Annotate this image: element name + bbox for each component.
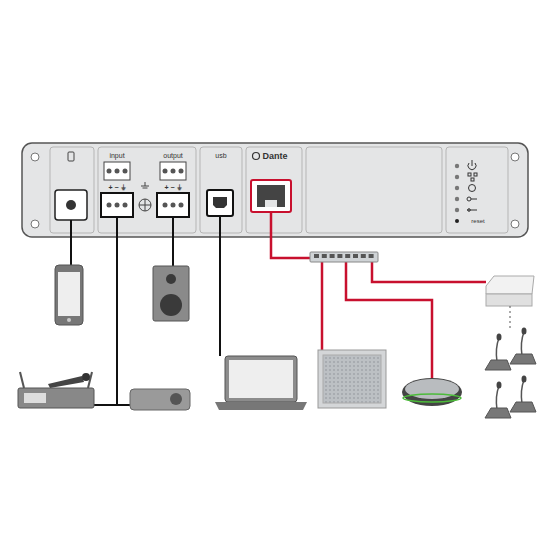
terminal-blocks [101,162,189,217]
button-label: reset [471,218,484,224]
phone-symbol [68,152,74,161]
network-switch [310,252,378,262]
base-unit-front [486,294,532,306]
smartphone-button [67,318,71,322]
switch-port [353,254,358,258]
port-label: usb [215,152,226,159]
laptop-screen [229,360,293,398]
microphone-head [82,373,90,381]
switch-port [369,254,374,258]
laptop-base [215,402,307,410]
projector [130,389,190,410]
switch-port [314,254,319,258]
dante-logo-mark [253,153,260,160]
rear-panel [22,143,528,237]
mobile-jack [55,190,87,220]
terminal-label: input [109,152,124,159]
led-indicators [455,160,477,223]
switch-ports [314,254,374,258]
laptop [225,356,297,402]
usb-socket [213,197,227,208]
rj45-socket [257,185,285,207]
speaker-tweeter [166,274,176,284]
projector-lens [170,393,182,405]
switch-port [345,254,350,258]
analog-wires [71,216,220,405]
gooseneck-microphone [510,376,536,413]
ceiling-mic-grille [323,355,381,403]
usb-port [207,190,233,216]
switch-port [330,254,335,258]
terminal-label: output [163,152,182,159]
smartphone [55,265,83,325]
speaker-woofer [160,294,182,316]
panel-dividers [50,147,508,233]
receiver-display [24,393,46,403]
gooseneck-microphone [510,328,536,365]
polarity-marking: + − ⏚ [108,184,125,191]
switch-port [322,254,327,258]
ceiling-array-microphone [318,350,386,408]
switch-port [361,254,366,258]
jack-hole [66,200,76,210]
smartphone-screen [58,272,80,316]
brand-logo: Dante [262,152,287,161]
wireless-receiver [18,388,94,408]
table-array-microphone [402,378,462,406]
gooseneck-microphone [485,334,511,371]
receiver-antenna [20,372,24,388]
gooseneck-microphone [485,382,511,419]
base-unit-link [510,306,511,330]
ground-terminal [139,182,151,211]
switch-port [337,254,342,258]
loudspeaker [153,266,189,321]
ethernet-port [251,180,291,212]
gooseneck-microphones [485,328,536,419]
rj45-latch [265,200,277,207]
table-mic-top [405,379,459,399]
polarity-marking: + − ⏚ [164,184,181,191]
handheld-microphone [48,376,84,388]
table-mic-led-ring [403,394,461,402]
conference-base-unit [486,276,534,294]
